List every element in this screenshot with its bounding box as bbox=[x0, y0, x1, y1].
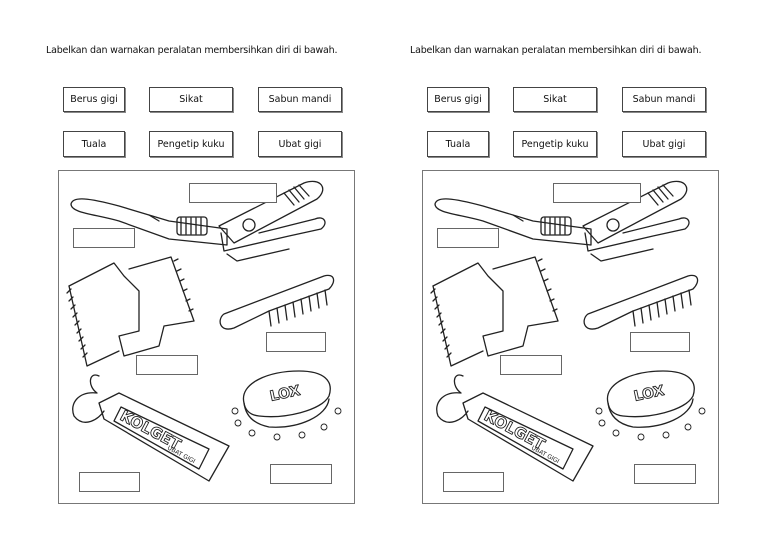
answer-box-toothbrush[interactable] bbox=[437, 228, 499, 248]
word-bank-pengetip-kuku: Pengetip kuku bbox=[513, 131, 597, 157]
instruction-text: Labelkan dan warnakan peralatan membersi… bbox=[410, 45, 702, 56]
toothbrush-illustration bbox=[70, 198, 228, 246]
answer-box-clipper[interactable] bbox=[553, 183, 641, 203]
toothpaste-sub: UBAT GIGI bbox=[166, 445, 196, 466]
nail-clipper-illustration bbox=[218, 180, 326, 262]
word-bank-pengetip-kuku: Pengetip kuku bbox=[149, 131, 233, 157]
answer-box-toothbrush[interactable] bbox=[73, 228, 135, 248]
word-bank-sikat: Sikat bbox=[149, 87, 233, 112]
word-bank-tuala: Tuala bbox=[427, 131, 489, 157]
towel-illustration bbox=[430, 256, 559, 367]
toothpaste-illustration: KOLGET UBAT GIGI bbox=[72, 374, 230, 482]
answer-box-toothpaste[interactable] bbox=[443, 472, 504, 492]
word-bank-berus-gigi: Berus gigi bbox=[63, 87, 125, 112]
instruction-text: Labelkan dan warnakan peralatan membersi… bbox=[46, 45, 338, 56]
worksheet-2: Labelkan dan warnakan peralatan membersi… bbox=[364, 0, 728, 543]
picture-panel: KOLGET UBAT GIGI LOX bbox=[422, 170, 719, 504]
answer-box-towel[interactable] bbox=[500, 355, 562, 375]
comb-illustration bbox=[583, 274, 699, 330]
answer-box-clipper[interactable] bbox=[189, 183, 277, 203]
soap-illustration: LOX bbox=[595, 370, 706, 441]
toothbrush-illustration bbox=[434, 198, 592, 246]
word-bank-tuala: Tuala bbox=[63, 131, 125, 157]
answer-box-comb[interactable] bbox=[266, 332, 326, 352]
word-bank-ubat-gigi: Ubat gigi bbox=[622, 131, 706, 157]
answer-box-soap[interactable] bbox=[270, 464, 332, 484]
picture-panel: KOLGET UBAT GIGI LOX bbox=[58, 170, 355, 504]
answer-box-towel[interactable] bbox=[136, 355, 198, 375]
word-bank-sabun-mandi: Sabun mandi bbox=[622, 87, 706, 112]
word-bank-sabun-mandi: Sabun mandi bbox=[258, 87, 342, 112]
word-bank-sikat: Sikat bbox=[513, 87, 597, 112]
worksheet-1: Labelkan dan warnakan peralatan membersi… bbox=[0, 0, 364, 543]
toothpaste-illustration: KOLGET UBAT GIGI bbox=[436, 374, 594, 482]
soap-brand: LOX bbox=[633, 383, 666, 405]
toothpaste-sub: UBAT GIGI bbox=[530, 445, 560, 466]
soap-brand: LOX bbox=[269, 383, 302, 405]
word-bank-ubat-gigi: Ubat gigi bbox=[258, 131, 342, 157]
nail-clipper-illustration bbox=[582, 180, 690, 262]
towel-illustration bbox=[66, 256, 195, 367]
comb-illustration bbox=[219, 274, 335, 330]
answer-box-toothpaste[interactable] bbox=[79, 472, 140, 492]
answer-box-soap[interactable] bbox=[634, 464, 696, 484]
answer-box-comb[interactable] bbox=[630, 332, 690, 352]
word-bank-berus-gigi: Berus gigi bbox=[427, 87, 489, 112]
soap-illustration: LOX bbox=[231, 370, 342, 441]
